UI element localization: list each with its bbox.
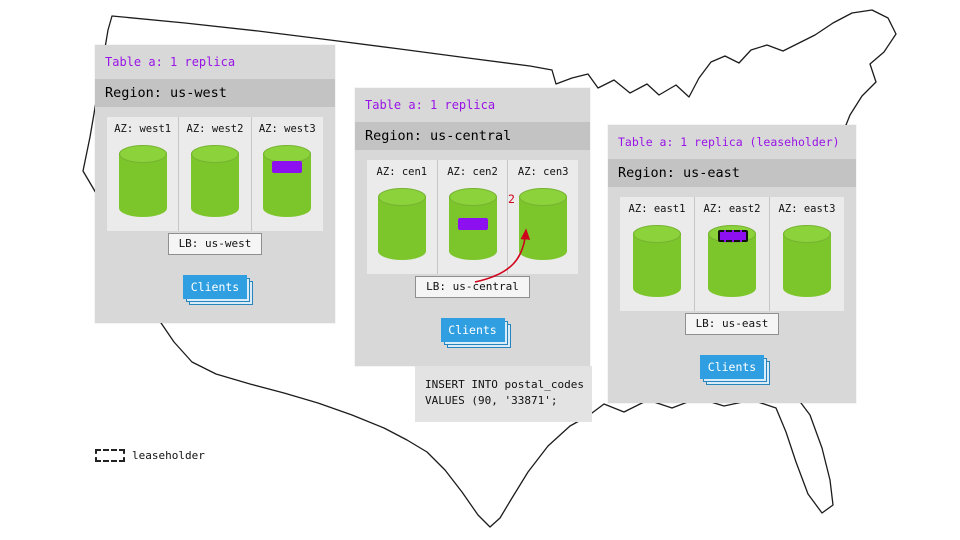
- lb-us-west: LB: us-west: [167, 233, 263, 255]
- cylinder-body: [708, 233, 756, 297]
- cylinder-top: [519, 188, 568, 206]
- lb-us-east: LB: us-east: [684, 313, 780, 335]
- az-label: AZ: east2: [703, 203, 761, 215]
- panel-us-east: Table a: 1 replica (leaseholder) Region:…: [608, 125, 856, 403]
- az-area: AZ: cen1 AZ: cen2 AZ: cen3: [367, 160, 578, 274]
- az-area: AZ: east1 AZ: east2 AZ: east3: [620, 197, 844, 311]
- az-label: AZ: west3: [258, 123, 316, 135]
- az-cen1: AZ: cen1: [367, 160, 438, 274]
- sql-statement: INSERT INTO postal_codes VALUES (90, '33…: [415, 366, 592, 422]
- cylinder-top: [448, 188, 497, 206]
- sql-line-2: VALUES (90, '33871';: [425, 394, 558, 407]
- leaseholder-swatch-icon: [95, 449, 125, 462]
- az-label: AZ: cen1: [376, 166, 428, 178]
- az-cen2: AZ: cen2: [438, 160, 509, 274]
- az-label: AZ: east1: [628, 203, 686, 215]
- database-cylinder: [519, 188, 568, 260]
- table-replica-title: Table a: 1 replica: [365, 98, 496, 112]
- cylinder-top: [633, 225, 681, 243]
- az-east3: AZ: east3: [770, 197, 844, 311]
- leaseholder-badge: [718, 230, 748, 242]
- region-label: Region: us-east: [608, 159, 856, 187]
- database-cylinder: [783, 225, 831, 297]
- clients-button: Clients: [440, 318, 505, 342]
- az-cen3: AZ: cen3: [508, 160, 578, 274]
- cylinder-body: [118, 153, 167, 217]
- panel-us-west: Table a: 1 replica Region: us-west AZ: w…: [95, 45, 335, 323]
- cylinder-top: [118, 145, 167, 163]
- cylinder-body: [190, 153, 239, 217]
- cylinder-body: [377, 196, 426, 260]
- az-label: AZ: east3: [778, 203, 836, 215]
- clients-button: Clients: [700, 355, 764, 379]
- clients-button: Clients: [183, 275, 247, 299]
- az-west2: AZ: west2: [179, 117, 252, 231]
- table-replica-title: Table a: 1 replica (leaseholder): [618, 135, 840, 149]
- az-west1: AZ: west1: [107, 117, 180, 231]
- legend-label: leaseholder: [132, 449, 205, 462]
- cylinder-body: [633, 233, 681, 297]
- az-label: AZ: west2: [186, 123, 244, 135]
- cylinder-top: [190, 145, 239, 163]
- az-east1: AZ: east1: [620, 197, 695, 311]
- database-cylinder: [708, 225, 756, 297]
- az-label: AZ: cen3: [517, 166, 569, 178]
- cylinder-body: [783, 233, 831, 297]
- cylinder-top: [783, 225, 831, 243]
- region-label: Region: us-west: [95, 79, 335, 107]
- az-area: AZ: west1 AZ: west2 AZ: west3: [107, 117, 323, 231]
- lb-us-central: LB: us-central: [415, 276, 530, 298]
- arrow-step-number: 2: [508, 192, 515, 206]
- replica-badge: [272, 161, 303, 173]
- sql-line-1: INSERT INTO postal_codes: [425, 378, 584, 391]
- database-cylinder: [448, 188, 497, 260]
- cylinder-body: [519, 196, 568, 260]
- az-label: AZ: west1: [114, 123, 172, 135]
- database-cylinder: [377, 188, 426, 260]
- table-replica-title: Table a: 1 replica: [105, 55, 236, 69]
- panel-us-central: Table a: 1 replica Region: us-central AZ…: [355, 88, 590, 366]
- database-cylinder: [118, 145, 167, 217]
- region-label: Region: us-central: [355, 122, 590, 150]
- database-cylinder: [263, 145, 312, 217]
- database-cylinder: [633, 225, 681, 297]
- cylinder-top: [377, 188, 426, 206]
- az-west3: AZ: west3: [252, 117, 323, 231]
- leaseholder-legend: leaseholder: [95, 449, 205, 462]
- az-label: AZ: cen2: [447, 166, 498, 178]
- replica-badge: [457, 218, 488, 230]
- az-east2: AZ: east2: [695, 197, 770, 311]
- database-cylinder: [190, 145, 239, 217]
